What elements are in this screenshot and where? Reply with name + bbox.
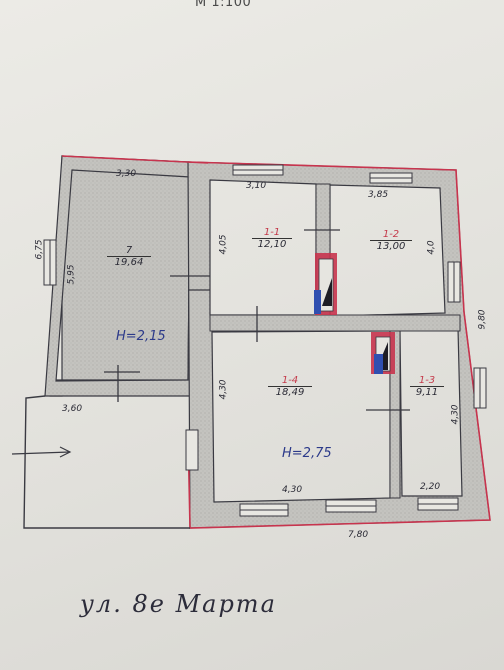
room-area: 9,11: [410, 386, 444, 398]
partition-mid: [209, 314, 461, 332]
room-area: 19,64: [107, 256, 151, 268]
stove-1: [314, 253, 337, 315]
room-number: 1-2: [382, 229, 400, 240]
dim-bottom-room13: 2,20: [420, 482, 441, 492]
window-left-bottom: [185, 429, 199, 471]
main-house-walls: [187, 161, 491, 529]
dim-top-right: 3,85: [368, 190, 389, 200]
dim-right-outer: 9,80: [477, 309, 488, 330]
dim-bottom-room14: 4,30: [282, 485, 303, 495]
room-1-4-label: 1-4 18,49: [268, 376, 312, 398]
room-area: 13,00: [370, 240, 412, 252]
room-area: 18,49: [268, 386, 312, 398]
room-1-1-label: 1-1 12,10: [252, 228, 292, 250]
dim-left-outer: 6,75: [34, 239, 45, 260]
room-1-2-label: 1-2 13,00: [370, 230, 412, 252]
dim-open-width: 3,60: [62, 404, 83, 414]
entrance-area: [11, 395, 190, 529]
dim-top-mid: 3,10: [246, 181, 267, 191]
street-label: ул. 8е Марта: [80, 590, 277, 618]
dim-left-inner: 5,95: [66, 264, 77, 285]
height-right: H=2,75: [282, 446, 332, 461]
dim-room14-height: 4,30: [218, 379, 229, 400]
room-7-label: 7 19,64: [107, 246, 151, 268]
scale-label: М 1:100: [195, 0, 252, 10]
room-number: 7: [125, 245, 133, 256]
height-left: H=2,15: [116, 329, 166, 344]
dim-room13-height: 4,30: [450, 404, 461, 425]
doors: [104, 229, 410, 411]
stove-2: [371, 332, 395, 374]
windows: [43, 164, 487, 517]
room-1-3-label: 1-3 9,11: [410, 376, 444, 398]
dim-room11-height: 4,05: [218, 234, 229, 255]
walls: [44, 155, 491, 529]
room-number: 1-3: [418, 375, 436, 386]
room-area: 12,10: [252, 238, 292, 250]
dim-bottom-total: 7,80: [348, 530, 369, 540]
room-number: 1-4: [281, 375, 299, 386]
partition-vert-low: [389, 330, 401, 499]
dim-room12-height: 4,0: [426, 240, 437, 255]
dim-top-left: 3,30: [116, 169, 137, 179]
room-number: 1-1: [263, 227, 281, 238]
